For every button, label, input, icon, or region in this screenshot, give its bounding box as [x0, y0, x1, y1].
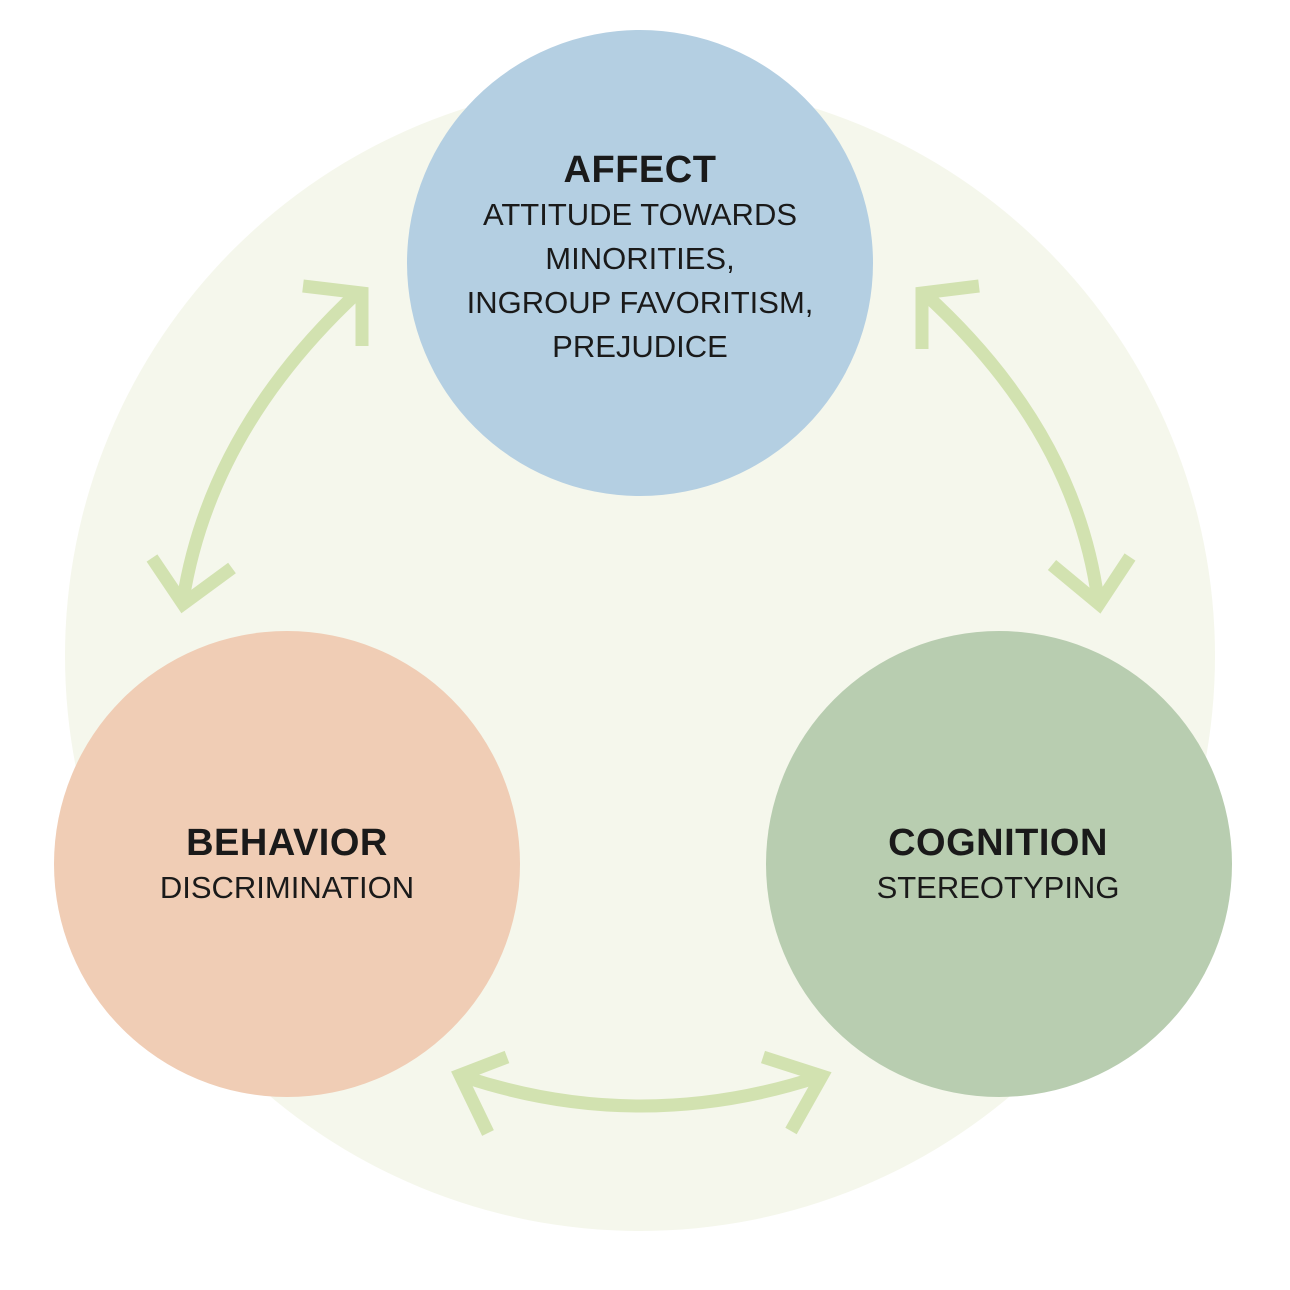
cognition-circle: [766, 631, 1232, 1097]
arrowhead-icon: [761, 1050, 832, 1135]
cognition-line: STEREOTYPING: [876, 870, 1120, 905]
affect-line: ATTITUDE TOWARDS: [482, 197, 798, 232]
affect-line: MINORITIES,: [545, 241, 735, 276]
behavior-node-label: BEHAVIOR DISCRIMINATION: [160, 820, 414, 910]
affect-line: PREJUDICE: [552, 329, 728, 364]
arrowhead-icon: [451, 1050, 510, 1136]
affect-line: INGROUP FAVORITISM,: [466, 285, 814, 320]
arrowhead-icon: [915, 279, 980, 349]
behavior-circle: [54, 631, 520, 1097]
affect-node-label: AFFECT ATTITUDE TOWARDS MINORITIES, INGR…: [467, 147, 814, 369]
arrow-affect-cognition: [915, 279, 1136, 614]
cognition-node-label: COGNITION STEREOTYPING: [877, 820, 1120, 910]
arrowhead-icon: [1047, 553, 1136, 614]
behavior-title: BEHAVIOR: [186, 822, 388, 864]
arrowhead-icon: [146, 554, 236, 614]
arrow-affect-behavior: [146, 279, 369, 614]
cognition-title: COGNITION: [888, 822, 1108, 864]
affect-circle: [407, 30, 873, 496]
arrow-behavior-cognition: [451, 1050, 832, 1136]
arrowhead-icon: [302, 279, 369, 346]
affect-title: AFFECT: [563, 149, 717, 191]
behavior-line: DISCRIMINATION: [159, 870, 415, 905]
